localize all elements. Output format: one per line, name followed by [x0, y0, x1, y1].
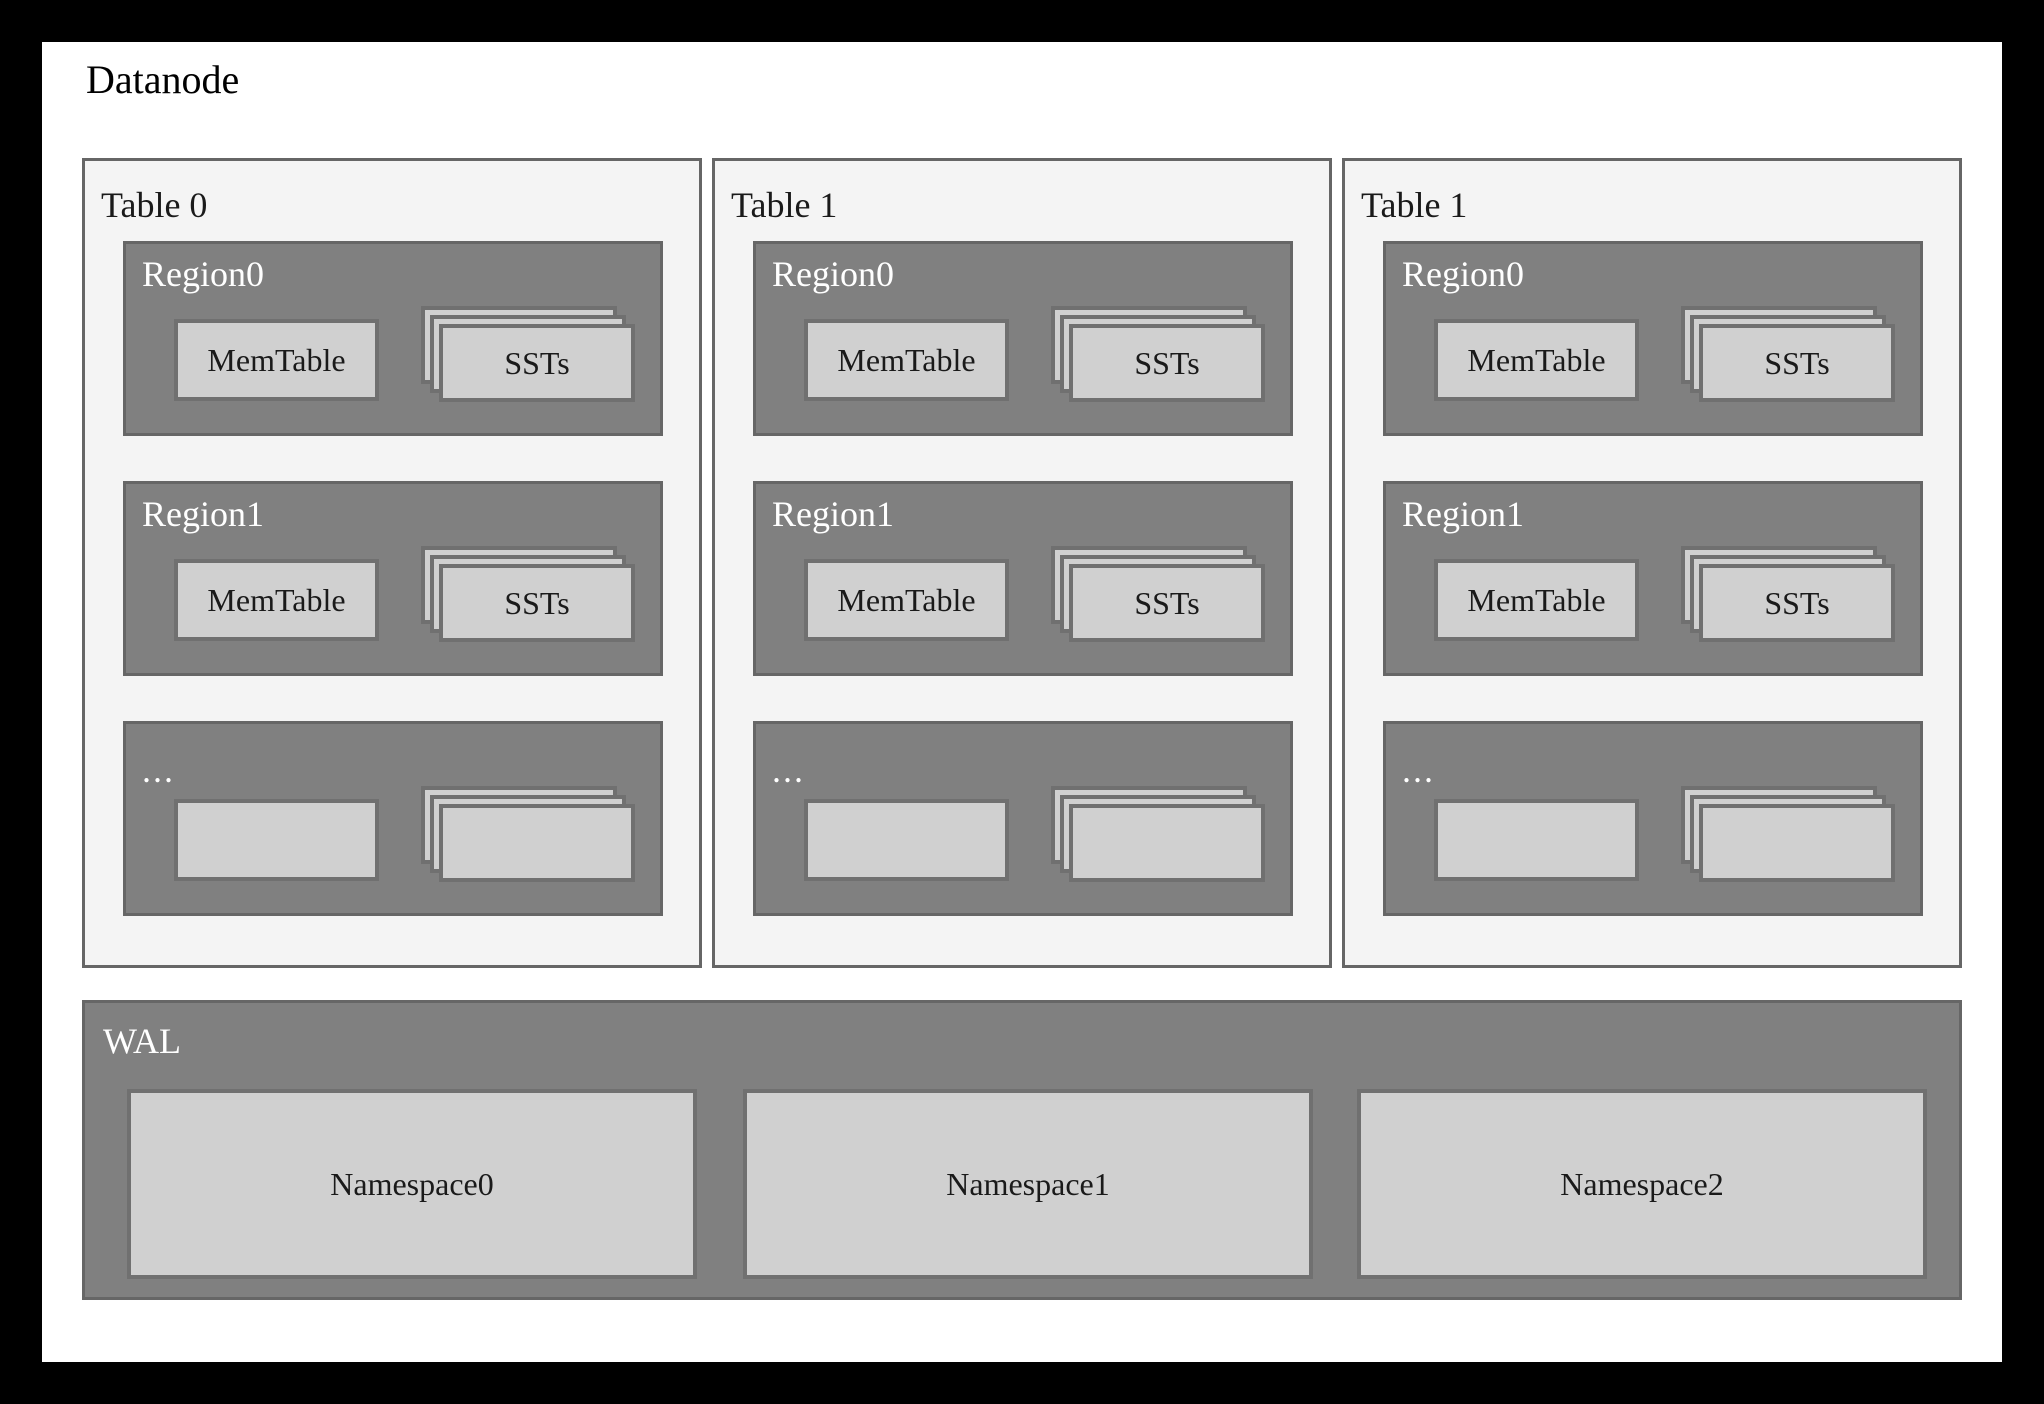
region-label: Region1	[772, 494, 894, 534]
sst-stack[interactable]	[1051, 786, 1266, 886]
region-box[interactable]: Region1 MemTable SSTs	[123, 481, 663, 676]
table-panel-2[interactable]: Table 1 Region0 MemTable SSTs Region1 Me…	[1342, 158, 1962, 968]
sst-stack[interactable]: SSTs	[1681, 546, 1896, 646]
memtable-box[interactable]: MemTable	[174, 319, 379, 401]
region-label: ...	[1402, 750, 1435, 790]
sst-layer-front[interactable]: SSTs	[439, 324, 635, 402]
region-box-ellipsis[interactable]: ...	[123, 721, 663, 916]
memtable-box[interactable]: MemTable	[1434, 559, 1639, 641]
sst-stack[interactable]	[421, 786, 636, 886]
region-label: Region0	[772, 254, 894, 294]
sst-stack[interactable]: SSTs	[421, 306, 636, 406]
wal-label: WAL	[103, 1021, 181, 1061]
sst-layer-front[interactable]	[439, 804, 635, 882]
namespace-box[interactable]: Namespace1	[743, 1089, 1313, 1279]
region-box-ellipsis[interactable]: ...	[1383, 721, 1923, 916]
table-label: Table 1	[731, 185, 838, 225]
datanode-container: Datanode Table 0 Region0 MemTable SSTs R…	[42, 42, 2002, 1362]
region-label: ...	[772, 750, 805, 790]
memtable-box[interactable]: MemTable	[804, 559, 1009, 641]
table-panel-0[interactable]: Table 0 Region0 MemTable SSTs Region1 Me…	[82, 158, 702, 968]
memtable-box[interactable]	[804, 799, 1009, 881]
sst-stack[interactable]: SSTs	[1051, 306, 1266, 406]
sst-stack[interactable]: SSTs	[1051, 546, 1266, 646]
table-panel-1[interactable]: Table 1 Region0 MemTable SSTs Region1 Me…	[712, 158, 1332, 968]
sst-layer-front[interactable]	[1699, 804, 1895, 882]
region-label: Region1	[1402, 494, 1524, 534]
page-title: Datanode	[86, 57, 240, 102]
sst-stack[interactable]	[1681, 786, 1896, 886]
region-box[interactable]: Region0 MemTable SSTs	[123, 241, 663, 436]
memtable-box[interactable]	[174, 799, 379, 881]
region-label: Region0	[1402, 254, 1524, 294]
table-label: Table 1	[1361, 185, 1468, 225]
table-label: Table 0	[101, 185, 208, 225]
wal-panel[interactable]: WAL Namespace0 Namespace1 Namespace2	[82, 1000, 1962, 1300]
region-box[interactable]: Region1 MemTable SSTs	[1383, 481, 1923, 676]
namespace-box[interactable]: Namespace2	[1357, 1089, 1927, 1279]
sst-layer-front[interactable]	[1069, 804, 1265, 882]
sst-layer-front[interactable]: SSTs	[1069, 324, 1265, 402]
region-box[interactable]: Region0 MemTable SSTs	[1383, 241, 1923, 436]
sst-stack[interactable]: SSTs	[1681, 306, 1896, 406]
tables-row: Table 0 Region0 MemTable SSTs Region1 Me…	[82, 158, 1962, 968]
sst-layer-front[interactable]: SSTs	[1699, 324, 1895, 402]
memtable-box[interactable]: MemTable	[1434, 319, 1639, 401]
region-label: Region1	[142, 494, 264, 534]
region-label: Region0	[142, 254, 264, 294]
memtable-box[interactable]: MemTable	[174, 559, 379, 641]
namespace-box[interactable]: Namespace0	[127, 1089, 697, 1279]
sst-stack[interactable]: SSTs	[421, 546, 636, 646]
sst-layer-front[interactable]: SSTs	[1699, 564, 1895, 642]
region-box-ellipsis[interactable]: ...	[753, 721, 1293, 916]
region-label: ...	[142, 750, 175, 790]
sst-layer-front[interactable]: SSTs	[439, 564, 635, 642]
region-box[interactable]: Region1 MemTable SSTs	[753, 481, 1293, 676]
region-box[interactable]: Region0 MemTable SSTs	[753, 241, 1293, 436]
memtable-box[interactable]	[1434, 799, 1639, 881]
memtable-box[interactable]: MemTable	[804, 319, 1009, 401]
sst-layer-front[interactable]: SSTs	[1069, 564, 1265, 642]
